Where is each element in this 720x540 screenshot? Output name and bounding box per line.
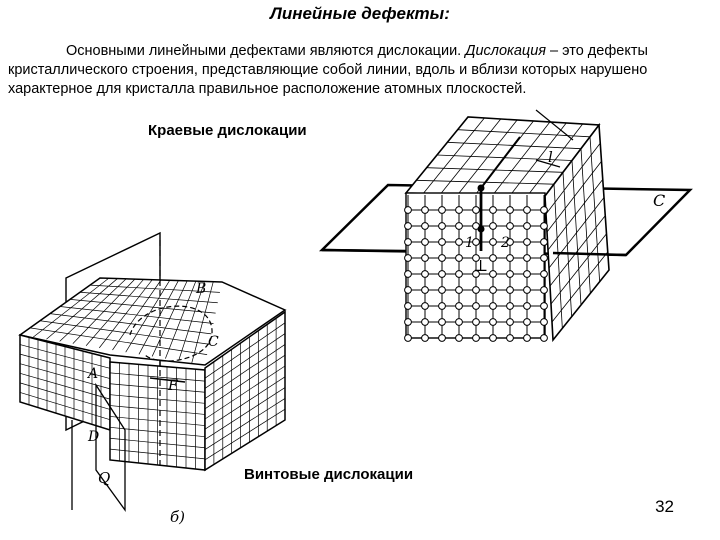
- lattice-atom: [490, 207, 497, 214]
- lattice-atom: [524, 239, 531, 246]
- lattice-atom: [507, 303, 514, 310]
- screw-dislocation-figure: B C A F D Q б): [20, 233, 285, 526]
- lattice-atom: [473, 319, 480, 326]
- lattice-atom: [405, 271, 412, 278]
- edge-dislocation-figure: C l 1 2 ⊥: [322, 110, 690, 341]
- lattice-atom: [524, 271, 531, 278]
- lattice-atom: [490, 335, 497, 342]
- lattice-atom: [524, 207, 531, 214]
- lattice-atom: [524, 335, 531, 342]
- lattice-atom: [422, 271, 429, 278]
- lattice-atom: [541, 207, 548, 214]
- lattice-atom: [439, 223, 446, 230]
- lattice-atom: [439, 207, 446, 214]
- lattice-atom: [456, 303, 463, 310]
- lattice-atom: [439, 271, 446, 278]
- lattice-atom: [456, 287, 463, 294]
- lattice-atom: [490, 223, 497, 230]
- lattice-atom: [422, 239, 429, 246]
- lattice-atom: [490, 239, 497, 246]
- lattice-atom: [507, 223, 514, 230]
- lattice-atom: [473, 287, 480, 294]
- lattice-atom: [524, 303, 531, 310]
- lattice-atom: [422, 303, 429, 310]
- lattice-atom: [524, 255, 531, 262]
- label-c-left: C: [208, 334, 219, 350]
- lattice-atom: [405, 239, 412, 246]
- lattice-atom: [422, 255, 429, 262]
- lattice-atom: [405, 319, 412, 326]
- lattice-atom: [422, 223, 429, 230]
- lattice-atom: [439, 319, 446, 326]
- lattice-atom: [507, 255, 514, 262]
- label-a: A: [86, 366, 98, 382]
- lattice-atom: [541, 239, 548, 246]
- lattice-atom: [405, 255, 412, 262]
- lattice-atom: [422, 335, 429, 342]
- label-d: D: [87, 429, 99, 445]
- lattice-atom: [490, 319, 497, 326]
- lattice-atom: [456, 271, 463, 278]
- lattice-atom: [405, 207, 412, 214]
- label-q: Q: [98, 469, 110, 487]
- lattice-atom: [405, 287, 412, 294]
- lattice-atom: [541, 303, 548, 310]
- label-l: l: [548, 148, 553, 166]
- lattice-atom: [456, 223, 463, 230]
- lattice-atom: [541, 287, 548, 294]
- label-b-sub: б): [170, 508, 185, 526]
- lattice-atom: [473, 303, 480, 310]
- lattice-atom: [473, 207, 480, 214]
- label-1: 1: [465, 235, 474, 251]
- label-c: C: [653, 191, 665, 210]
- lattice-atom: [541, 271, 548, 278]
- lattice-atom: [456, 239, 463, 246]
- lattice-atom: [456, 255, 463, 262]
- lattice-atom: [490, 271, 497, 278]
- label-f: F: [167, 378, 179, 394]
- lattice-atom: [456, 207, 463, 214]
- lattice-atom: [507, 207, 514, 214]
- lattice-atom: [490, 255, 497, 262]
- lattice-atom: [456, 319, 463, 326]
- lattice-atom: [405, 223, 412, 230]
- lattice-atom: [541, 319, 548, 326]
- lattice-atom: [541, 255, 548, 262]
- lattice-atom: [439, 287, 446, 294]
- lattice-atom: [507, 335, 514, 342]
- lattice-atom: [405, 303, 412, 310]
- lattice-atom: [490, 287, 497, 294]
- label-2: 2: [500, 235, 510, 251]
- lattice-atom: [439, 335, 446, 342]
- lattice-atom: [422, 207, 429, 214]
- lattice-atom: [439, 303, 446, 310]
- lattice-atom: [473, 335, 480, 342]
- lattice-atom: [439, 255, 446, 262]
- lattice-atom: [422, 319, 429, 326]
- lattice-atom: [541, 223, 548, 230]
- page-number: 32: [655, 497, 674, 517]
- lattice-atom: [490, 303, 497, 310]
- lattice-atom: [524, 223, 531, 230]
- label-b: B: [195, 281, 206, 297]
- lattice-atom: [456, 335, 463, 342]
- lattice-atom: [524, 287, 531, 294]
- lattice-atom: [541, 335, 548, 342]
- lattice-atom: [507, 319, 514, 326]
- lattice-atom: [422, 287, 429, 294]
- lattice-atom: [405, 335, 412, 342]
- lattice-atom: [439, 239, 446, 246]
- label-perp: ⊥: [473, 256, 488, 275]
- lattice-atom: [524, 319, 531, 326]
- lattice-atom: [507, 287, 514, 294]
- lattice-atom: [507, 271, 514, 278]
